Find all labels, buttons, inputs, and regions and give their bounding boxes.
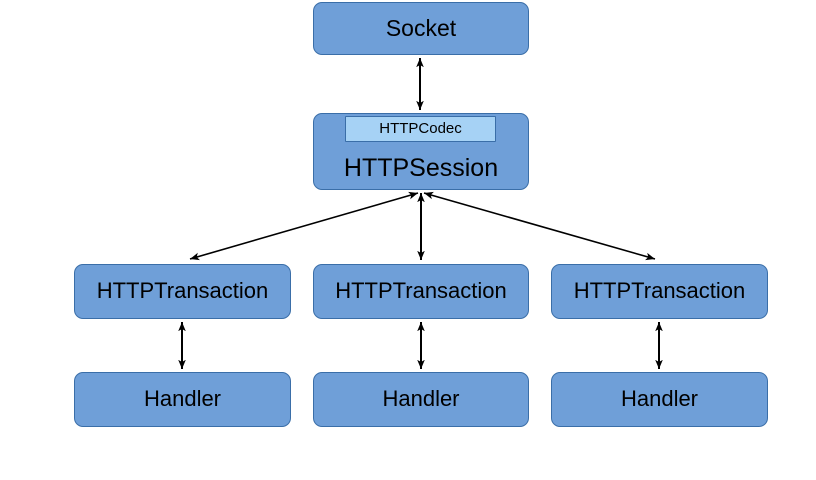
node-httptransaction-1[interactable]: HTTPTransaction: [313, 264, 529, 319]
node-handler-2-label: Handler: [620, 386, 699, 412]
connector-session-transaction-0: [189, 191, 419, 261]
node-httptransaction-2[interactable]: HTTPTransaction: [551, 264, 768, 319]
node-httptransaction-0-label: HTTPTransaction: [96, 278, 269, 304]
node-handler-2[interactable]: Handler: [551, 372, 768, 427]
node-httptransaction-1-label: HTTPTransaction: [335, 278, 507, 304]
node-httpsession-label: HTTPSession: [343, 154, 499, 182]
node-httpsession[interactable]: HTTPCodec HTTPSession: [313, 113, 529, 190]
node-handler-0[interactable]: Handler: [74, 372, 291, 427]
node-httpcodec[interactable]: HTTPCodec: [345, 116, 496, 142]
node-httptransaction-2-label: HTTPTransaction: [573, 278, 746, 304]
connector-session-transaction-2: [423, 191, 656, 261]
node-httptransaction-0[interactable]: HTTPTransaction: [74, 264, 291, 319]
node-handler-0-label: Handler: [143, 386, 222, 412]
node-handler-1-label: Handler: [382, 386, 460, 412]
node-httpcodec-label: HTTPCodec: [379, 119, 462, 137]
node-socket-label: Socket: [385, 14, 457, 41]
node-socket[interactable]: Socket: [313, 2, 529, 55]
node-handler-1[interactable]: Handler: [313, 372, 529, 427]
